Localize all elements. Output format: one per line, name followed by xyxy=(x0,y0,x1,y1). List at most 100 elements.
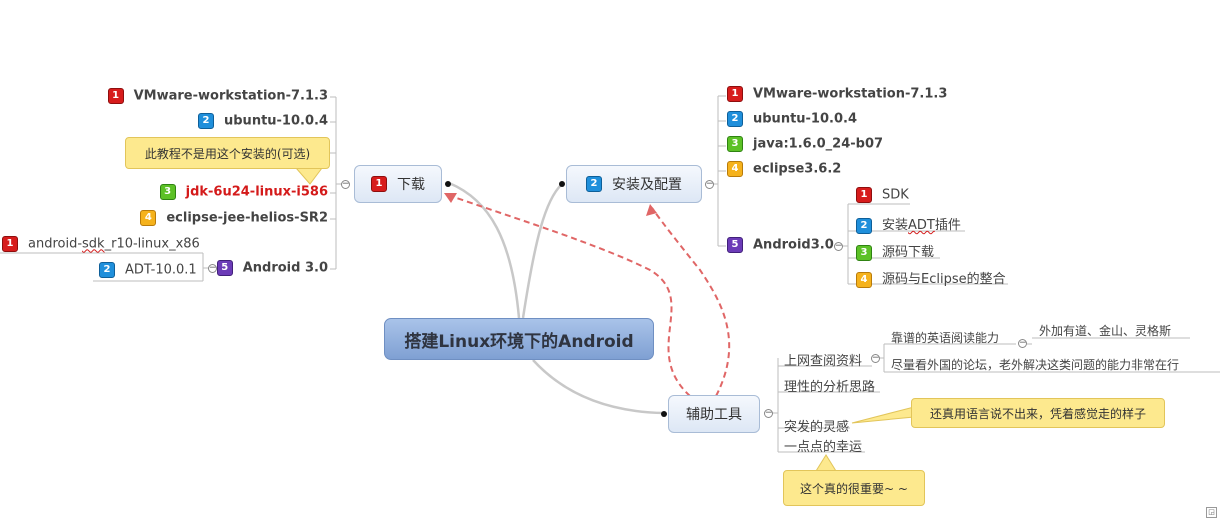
english-tools-item[interactable]: 外加有道、金山、灵格斯 xyxy=(1039,322,1171,339)
install-item-android[interactable]: 5 Android3.0 xyxy=(727,237,834,253)
tools-item-research-label: 上网查阅资料 xyxy=(784,354,863,369)
relationship-arrowhead-install xyxy=(646,204,657,216)
install-adt-item[interactable]: 2 安装ADT插件 xyxy=(856,214,961,234)
research-forums-label: 尽量看外国的论坛，老外解决这类问题的能力非常在行 xyxy=(891,358,1180,372)
collapse-research-toggle[interactable]: − xyxy=(871,353,880,363)
priority-2-icon: 2 xyxy=(586,176,602,192)
install-source-download-item[interactable]: 3 源码下载 xyxy=(856,241,934,261)
collapse-download-android-toggle[interactable]: − xyxy=(208,263,217,273)
download-note-callout[interactable]: 此教程不是用这个安装的(可选) xyxy=(125,137,330,169)
priority-3-icon: 3 xyxy=(727,136,743,152)
collapse-install-toggle[interactable]: − xyxy=(705,179,714,189)
install-item-eclipse[interactable]: 4 eclipse3.6.2 xyxy=(727,161,841,177)
right-android-bracket xyxy=(843,203,1008,285)
english-tools-label: 外加有道、金山、灵格斯 xyxy=(1039,324,1172,338)
tools-item-analysis-label: 理性的分析思路 xyxy=(784,380,876,395)
install-adt-label-c: 插件 xyxy=(934,218,961,233)
tools-anchor-dot xyxy=(661,411,667,417)
left-android-bracket xyxy=(0,252,208,282)
android-sdk-label-c: _r10-linux_x86 xyxy=(104,236,200,252)
link-central-download xyxy=(448,181,521,319)
install-adt-label-a: 安装 xyxy=(882,218,909,233)
download-note-pointer xyxy=(294,167,323,185)
install-item-eclipse-label: eclipse3.6.2 xyxy=(753,161,842,177)
priority-5-icon: 5 xyxy=(727,237,743,253)
download-item-ubuntu-label: ubuntu-10.0.4 xyxy=(224,113,328,129)
priority-2-icon: 2 xyxy=(727,111,743,127)
priority-1-icon: 1 xyxy=(107,88,124,104)
priority-2-icon: 2 xyxy=(99,262,115,278)
android-sdk-label-a: android- xyxy=(28,236,83,252)
tools-item-luck[interactable]: 一点点的幸运 xyxy=(784,436,862,455)
tools-item-analysis[interactable]: 理性的分析思路 xyxy=(784,376,875,395)
luck-note-callout[interactable]: 这个真的很重要~ ~ xyxy=(783,470,925,506)
topic-download-label: 下载 xyxy=(397,177,425,193)
priority-2-icon: 2 xyxy=(856,217,872,234)
priority-4-icon: 4 xyxy=(140,210,157,226)
install-item-vmware[interactable]: 1 VMware-workstation-7.1.3 xyxy=(727,86,947,102)
install-bracket xyxy=(710,95,726,247)
download-item-eclipse-label: eclipse-jee-helios-SR2 xyxy=(166,210,328,226)
tools-item-inspiration-label: 突发的灵感 xyxy=(784,420,850,435)
tools-item-luck-label: 一点点的幸运 xyxy=(784,440,863,455)
inspiration-note-pointer xyxy=(851,406,915,424)
relationship-tools-install xyxy=(651,207,731,397)
install-anchor-dot xyxy=(559,181,565,187)
relationship-tools-download xyxy=(447,194,691,397)
topic-install-label: 安装及配置 xyxy=(612,177,682,193)
download-anchor-dot xyxy=(445,181,451,187)
topic-tools[interactable]: 辅助工具 xyxy=(668,395,760,433)
download-item-jdk[interactable]: 3 jdk-6u24-linux-i586 xyxy=(159,184,328,200)
resize-corner-icon[interactable]: ◲ xyxy=(1206,507,1217,518)
luck-note-text: 这个真的很重要~ ~ xyxy=(800,481,908,496)
topic-install[interactable]: 2 安装及配置 xyxy=(566,165,702,203)
collapse-english-toggle[interactable]: − xyxy=(1018,338,1027,348)
priority-3-icon: 3 xyxy=(856,244,872,261)
priority-1-icon: 1 xyxy=(371,176,387,192)
priority-3-icon: 3 xyxy=(159,184,176,200)
install-item-ubuntu[interactable]: 2 ubuntu-10.0.4 xyxy=(727,111,857,127)
download-item-eclipse[interactable]: 4 eclipse-jee-helios-SR2 xyxy=(140,210,328,226)
install-adt-label-b: ADT xyxy=(908,218,935,233)
install-source-download-label: 源码下载 xyxy=(882,245,935,260)
collapse-install-android-toggle[interactable]: − xyxy=(834,241,843,251)
install-item-ubuntu-label: ubuntu-10.0.4 xyxy=(753,111,857,127)
link-central-tools xyxy=(532,359,665,415)
english-bracket xyxy=(1027,337,1190,345)
research-english-item[interactable]: 靠谱的英语阅读能力 xyxy=(891,329,999,346)
android-sdk-label-b: sdk xyxy=(82,236,105,252)
inspiration-note-callout[interactable]: 还真用语言说不出来，凭着感觉走的样子 xyxy=(911,398,1165,428)
download-bracket xyxy=(330,96,345,270)
link-central-install xyxy=(521,183,563,319)
collapse-download-toggle[interactable]: − xyxy=(341,179,350,189)
priority-4-icon: 4 xyxy=(856,271,872,288)
collapse-tools-toggle[interactable]: − xyxy=(764,408,773,418)
download-note-text: 此教程不是用这个安装的(可选) xyxy=(144,146,311,161)
relationship-arrowhead-download xyxy=(444,193,457,203)
download-item-ubuntu[interactable]: 2 ubuntu-10.0.4 xyxy=(198,113,328,129)
topic-download[interactable]: 1 下载 xyxy=(354,165,442,203)
install-sdk-label: SDK xyxy=(882,187,909,203)
central-topic[interactable]: 搭建Linux环境下的Android xyxy=(384,318,654,360)
tools-item-research[interactable]: 上网查阅资料 xyxy=(784,350,862,369)
inspiration-note-text: 还真用语言说不出来，凭着感觉走的样子 xyxy=(929,406,1146,421)
research-english-label: 靠谱的英语阅读能力 xyxy=(891,331,1000,345)
research-bracket xyxy=(880,343,1220,373)
download-item-android-label: Android 3.0 xyxy=(242,260,328,276)
priority-1-icon: 1 xyxy=(727,86,743,102)
install-item-vmware-label: VMware-workstation-7.1.3 xyxy=(753,86,948,102)
research-forums-item[interactable]: 尽量看外国的论坛，老外解决这类问题的能力非常在行 xyxy=(891,356,1179,373)
tools-item-inspiration[interactable]: 突发的灵感 xyxy=(784,416,849,435)
priority-2-icon: 2 xyxy=(198,113,214,129)
priority-4-icon: 4 xyxy=(727,161,743,177)
install-item-android-label: Android3.0 xyxy=(753,237,834,253)
download-item-jdk-label: jdk-6u24-linux-i586 xyxy=(185,184,328,200)
